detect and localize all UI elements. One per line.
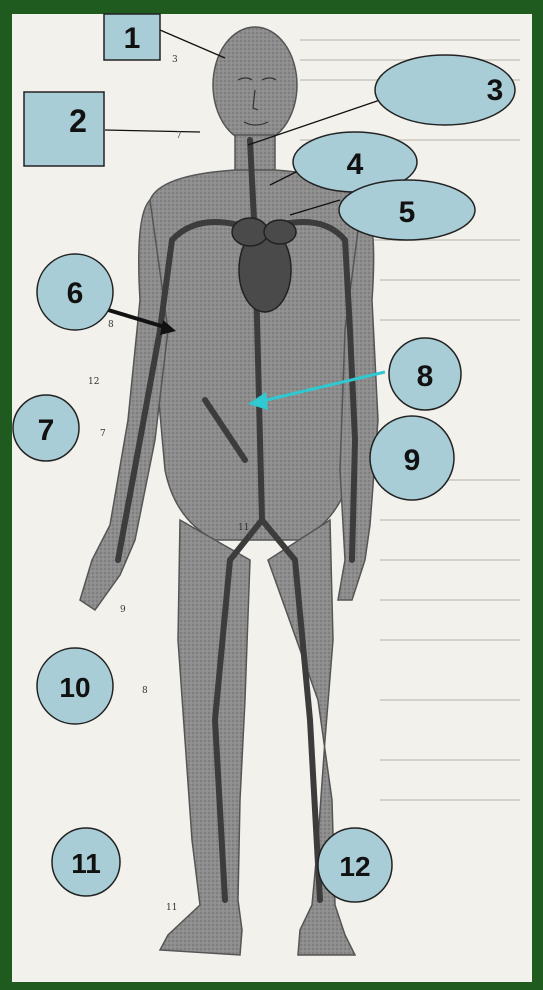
label-10-text: 10 <box>59 672 90 703</box>
small-number-11: 11 <box>166 903 177 913</box>
small-number-11-mid: 11 <box>238 523 249 533</box>
label-5-text: 5 <box>399 196 416 229</box>
label-2-text: 2 <box>69 103 87 139</box>
label-7-text: 7 <box>38 414 55 447</box>
label-9-text: 9 <box>404 444 421 477</box>
label-12-text: 12 <box>339 851 370 882</box>
small-number-8: 8 <box>108 320 114 330</box>
label-11-text: 11 <box>71 848 101 879</box>
label-12-circle[interactable]: 12 <box>318 828 392 902</box>
label-8-circle[interactable]: 8 <box>389 338 461 410</box>
label-4-text: 4 <box>347 148 364 181</box>
label-10-circle[interactable]: 10 <box>37 648 113 724</box>
label-6-circle[interactable]: 6 <box>37 254 113 330</box>
label-11-circle[interactable]: 11 <box>52 828 120 896</box>
small-number-7: 7 <box>100 429 106 439</box>
small-number-12: 12 <box>88 377 99 387</box>
label-9-circle[interactable]: 9 <box>370 416 454 500</box>
label-1-box[interactable]: 1 <box>104 14 160 60</box>
label-5-ellipse[interactable]: 5 <box>339 180 475 240</box>
small-number-8-leg: 8 <box>142 686 148 696</box>
label-1-text: 1 <box>124 22 141 55</box>
small-number-9: 9 <box>120 605 126 615</box>
label-8-text: 8 <box>417 360 434 393</box>
label-3-ellipse[interactable]: 3 <box>375 55 515 125</box>
label-3-text: 3 <box>487 74 504 107</box>
label-2-box[interactable]: 2 <box>24 92 104 166</box>
label-7-circle[interactable]: 7 <box>13 395 79 461</box>
label-6-text: 6 <box>67 277 84 310</box>
small-number-7-top: 7 <box>176 131 182 141</box>
small-number-3: 3 <box>172 55 178 65</box>
